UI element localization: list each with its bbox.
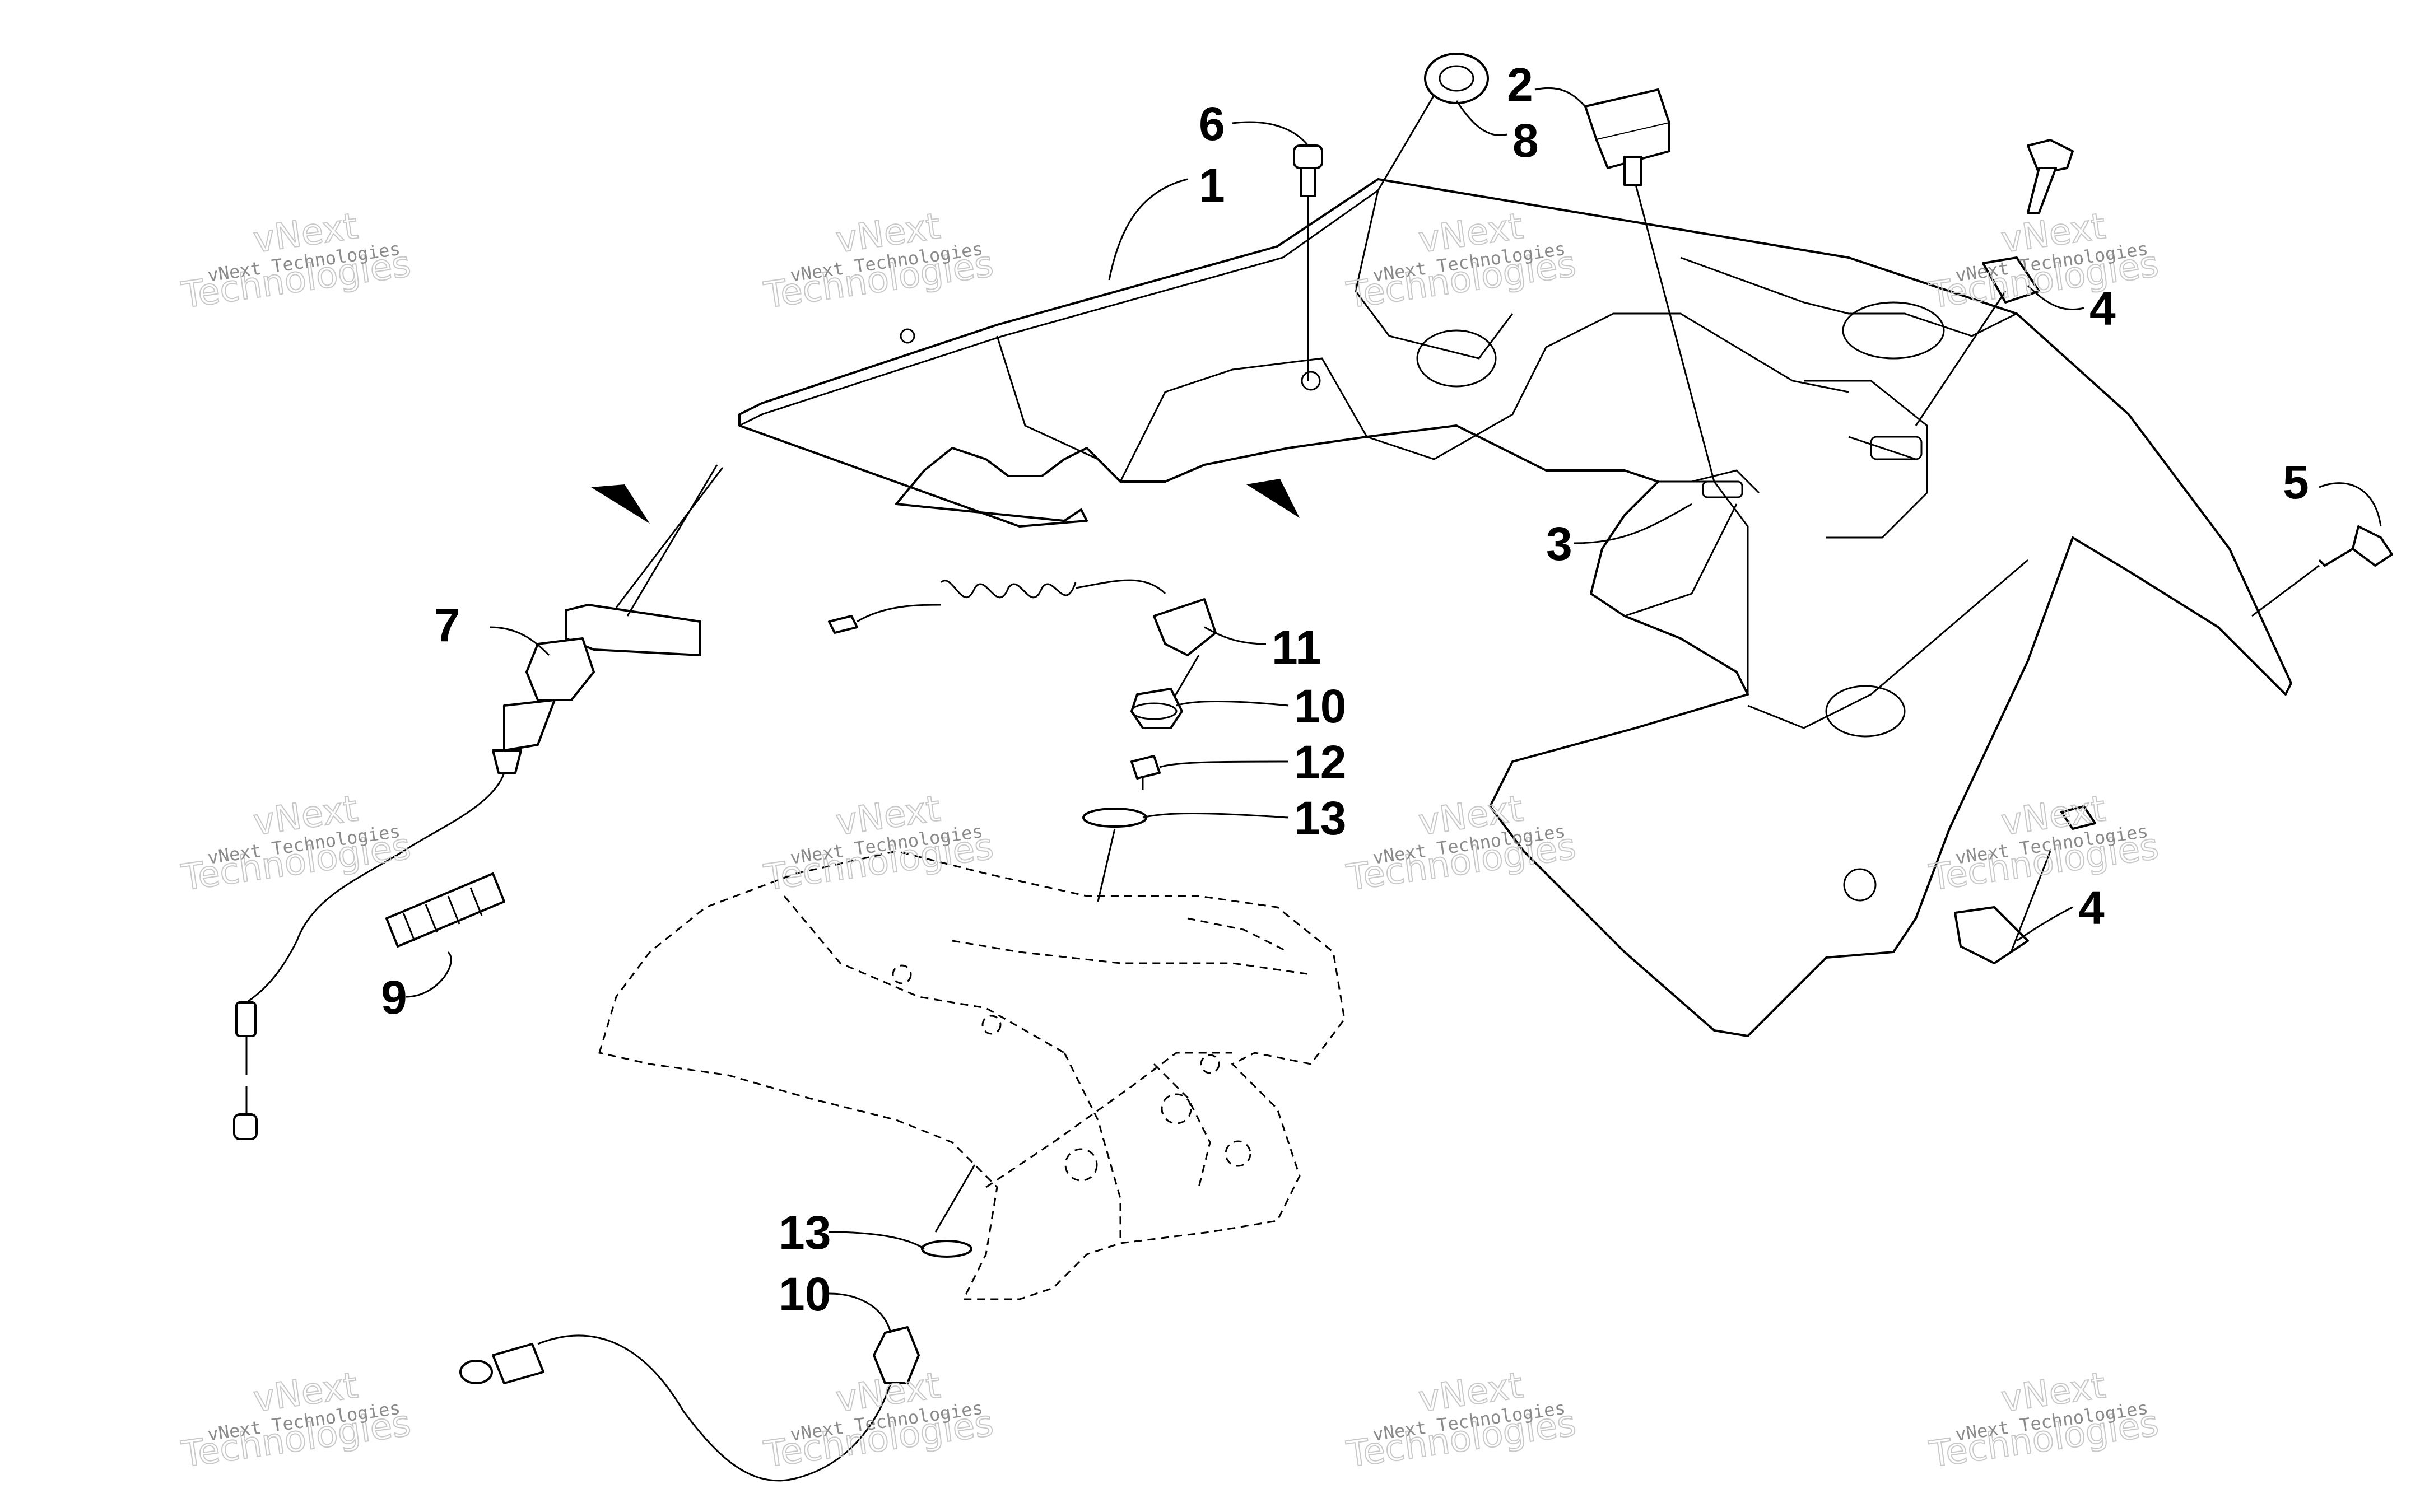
callout-13-lower: 13 (779, 1206, 831, 1259)
callout-4-upper: 4 (2089, 282, 2116, 335)
arrow-marker-left (591, 484, 650, 524)
callout-12: 12 (1294, 736, 1346, 788)
callout-2: 2 (1507, 58, 1533, 111)
watermark: vNext Technologies vNext Technologies (761, 1364, 996, 1476)
switch-part-2 (1584, 88, 1715, 482)
watermark: vNext Technologies vNext Technologies (761, 205, 996, 317)
chassis-outline (598, 850, 1346, 1300)
watermark: vNext Technologies vNext Technologies (1926, 1364, 2161, 1476)
callout-11: 11 (1272, 621, 1321, 674)
watermark: vNext Technologies vNext Technologies (1343, 1364, 1579, 1476)
screw-part-6 (1293, 144, 1323, 381)
callout-6: 6 (1199, 97, 1225, 150)
callout-1: 1 (1199, 159, 1225, 212)
pin-part-5 (2251, 525, 2393, 617)
tether-part-11 (828, 579, 1217, 723)
washer-part-13-upper (1082, 808, 1147, 902)
callout-7: 7 (434, 599, 460, 651)
watermark: vNext Technologies vNext Technologies (178, 787, 413, 899)
sleeve-part-9 (385, 872, 505, 948)
callout-8: 8 (1513, 114, 1539, 167)
callout-10-lower: 10 (779, 1268, 831, 1320)
sensor-part-10-lower (459, 1326, 920, 1482)
callout-13-upper: 13 (1294, 792, 1346, 844)
callout-10-upper: 10 (1294, 680, 1346, 732)
callout-9: 9 (381, 971, 407, 1024)
screw-part-12 (1130, 755, 1161, 790)
watermark: vNext Technologies vNext Technologies (1926, 205, 2161, 317)
callout-leaders (406, 87, 2382, 1333)
callout-3: 3 (1546, 517, 1572, 570)
screw-clip-part-4-lower (1954, 805, 2096, 964)
callout-5: 5 (2283, 456, 2309, 508)
cap-part-10-upper (1130, 688, 1183, 729)
arrow-marker-right (1246, 479, 1300, 518)
console-panel (738, 178, 2292, 1037)
key-switch-part-7 (233, 464, 718, 1140)
washer-part-13-lower (921, 1164, 976, 1258)
callout-4-lower: 4 (2078, 881, 2105, 934)
screw-clip-part-4-upper (1915, 139, 2074, 426)
callout-labels: 1 2 8 6 3 4 5 4 7 11 10 12 13 9 13 10 (381, 58, 2309, 1320)
watermark: vNext Technologies vNext Technologies (178, 1364, 413, 1476)
grommet-part-8 (1377, 53, 1489, 191)
watermark: vNext Technologies vNext Technologies (178, 205, 413, 317)
direction-arrows (591, 467, 1300, 608)
